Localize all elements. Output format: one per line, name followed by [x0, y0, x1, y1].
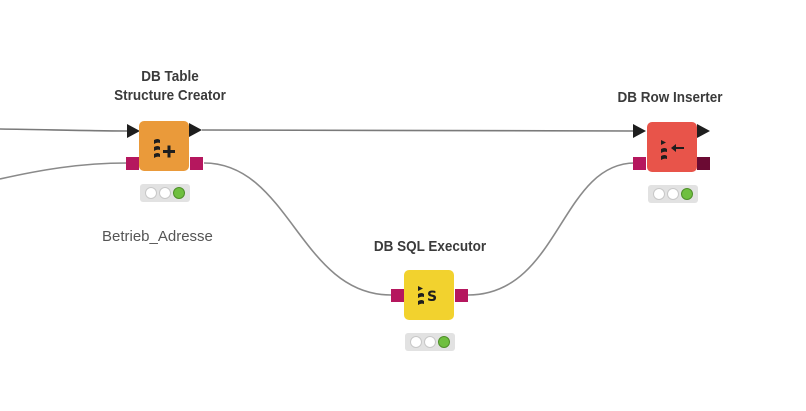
- connection-executor-to-inserter[interactable]: [467, 162, 636, 296]
- db-sql-s-icon: S: [418, 286, 437, 305]
- flow-output-port[interactable]: [189, 123, 202, 137]
- node-status-indicator: [648, 185, 698, 203]
- node-annotation[interactable]: Betrieb_Adresse: [102, 228, 213, 245]
- node-db-table-structure-creator[interactable]: [139, 121, 189, 171]
- connection-creator-to-executor[interactable]: [203, 162, 392, 296]
- connection-incoming-flow[interactable]: [0, 128, 128, 132]
- node-status-indicator: [405, 333, 455, 351]
- db-input-port[interactable]: [391, 289, 404, 302]
- db-input-port[interactable]: [126, 157, 139, 170]
- flow-input-port[interactable]: [633, 124, 646, 138]
- status-dot-yellow-off: [667, 188, 679, 200]
- status-dot-red-off: [410, 336, 422, 348]
- db-output-port[interactable]: [455, 289, 468, 302]
- db-input-port[interactable]: [633, 157, 646, 170]
- node-title-line: DB Table: [141, 68, 199, 85]
- db-row-insert-arrow-icon: [661, 140, 684, 160]
- status-dot-green-on: [438, 336, 450, 348]
- connection-creator-to-inserter[interactable]: [201, 129, 634, 132]
- status-dot-green-on: [173, 187, 185, 199]
- db-table-plus-icon: [154, 139, 175, 158]
- node-status-indicator: [140, 184, 190, 202]
- status-dot-yellow-off: [159, 187, 171, 199]
- svg-text:S: S: [427, 289, 437, 305]
- status-dot-green-on: [681, 188, 693, 200]
- flow-input-port[interactable]: [127, 124, 140, 138]
- node-title-line: DB Row Inserter: [617, 89, 723, 106]
- node-title-sql-executor: DB SQL Executor: [358, 237, 502, 256]
- status-dot-red-off: [145, 187, 157, 199]
- flow-output-port[interactable]: [697, 124, 710, 138]
- node-title-table-creator: DB Table Structure Creator: [98, 67, 242, 105]
- db-output-port[interactable]: [697, 157, 710, 170]
- status-dot-yellow-off: [424, 336, 436, 348]
- node-title-line: Structure Creator: [114, 87, 226, 104]
- status-dot-red-off: [653, 188, 665, 200]
- node-db-row-inserter[interactable]: [647, 122, 697, 172]
- db-output-port[interactable]: [190, 157, 203, 170]
- connection-incoming-db[interactable]: [0, 162, 128, 180]
- node-title-line: DB SQL Executor: [373, 238, 487, 255]
- node-title-row-inserter: DB Row Inserter: [598, 88, 742, 107]
- node-db-sql-executor[interactable]: S: [404, 270, 454, 320]
